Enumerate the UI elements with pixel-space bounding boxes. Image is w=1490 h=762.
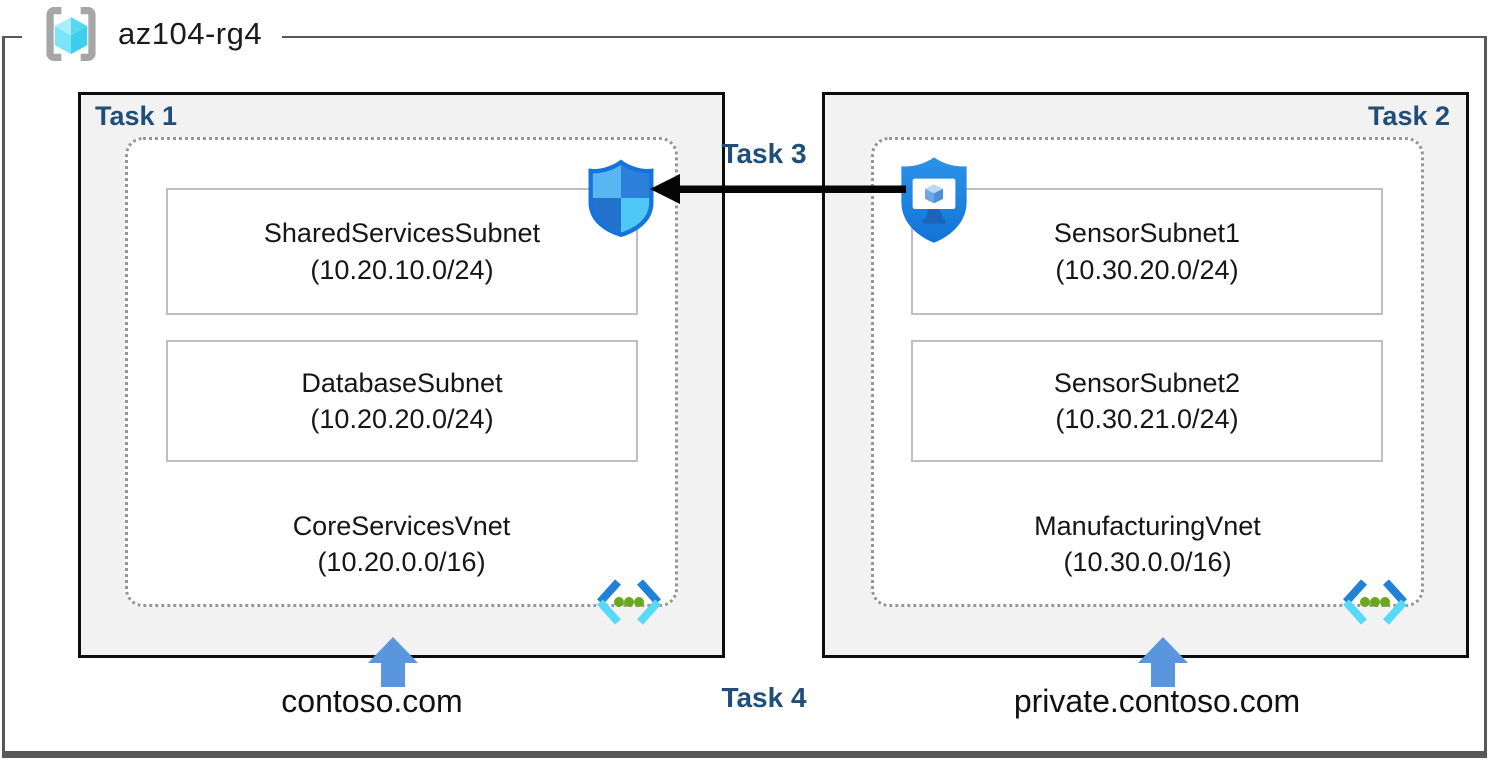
task1-box: Task 1 SharedServicesSubnet (10.20.10.0/…	[78, 92, 725, 658]
resource-group-header: az104-rg4	[22, 0, 283, 68]
vnet-cidr: (10.30.0.0/16)	[1063, 547, 1232, 578]
manufacturing-vnet-label: ManufacturingVnet (10.30.0.0/16)	[874, 508, 1421, 581]
task3-arrow-icon	[650, 174, 906, 204]
subnet-name: DatabaseSubnet	[301, 367, 503, 398]
contoso-dns-arrow-icon	[368, 637, 418, 687]
subnet-cidr: (10.20.10.0/24)	[310, 254, 494, 285]
bastion-icon	[901, 157, 967, 243]
subnet-cidr: (10.30.21.0/24)	[1055, 404, 1239, 434]
task4-label: Task 4	[721, 682, 807, 713]
vnet-name: ManufacturingVnet	[1034, 511, 1261, 541]
virtual-network-icon	[597, 579, 661, 625]
private-contoso-dns-zone-label: private.contoso.com	[1013, 683, 1301, 719]
task3-label: Task 3	[721, 138, 807, 169]
contoso-dns-zone-label: contoso.com	[281, 683, 463, 719]
virtual-network-icon	[1343, 579, 1407, 625]
resource-group-frame	[2, 36, 1487, 758]
shared-services-subnet: SharedServicesSubnet (10.20.10.0/24)	[166, 188, 638, 315]
database-subnet: DatabaseSubnet (10.20.20.0/24)	[166, 340, 638, 462]
network-security-group-icon	[588, 159, 654, 237]
subnet-cidr: (10.30.20.0/24)	[1055, 254, 1239, 285]
task1-label: Task 1	[95, 101, 178, 131]
subnet-name: SensorSubnet2	[1053, 367, 1241, 398]
subnet-name: SensorSubnet1	[1053, 218, 1241, 249]
core-services-vnet-label: CoreServicesVnet (10.20.0.0/16)	[128, 508, 675, 581]
vnet-name: CoreServicesVnet	[292, 511, 511, 541]
sensor-subnet-2: SensorSubnet2 (10.30.21.0/24)	[911, 340, 1383, 462]
resource-group-name: az104-rg4	[118, 16, 263, 51]
task2-label: Task 2	[1367, 101, 1450, 131]
private-contoso-dns-arrow-icon	[1138, 637, 1188, 687]
vnet-cidr: (10.20.0.0/16)	[317, 547, 486, 578]
task2-box: Task 2 SensorSubnet1 (10.30.20.0/24) Sen…	[822, 92, 1469, 658]
subnet-name: SharedServicesSubnet	[263, 218, 541, 249]
core-services-vnet-container: SharedServicesSubnet (10.20.10.0/24) Dat…	[125, 137, 678, 625]
sensor-subnet-1: SensorSubnet1 (10.30.20.0/24)	[911, 188, 1383, 315]
subnet-cidr: (10.20.20.0/24)	[310, 404, 494, 434]
resource-group-icon	[46, 7, 96, 61]
